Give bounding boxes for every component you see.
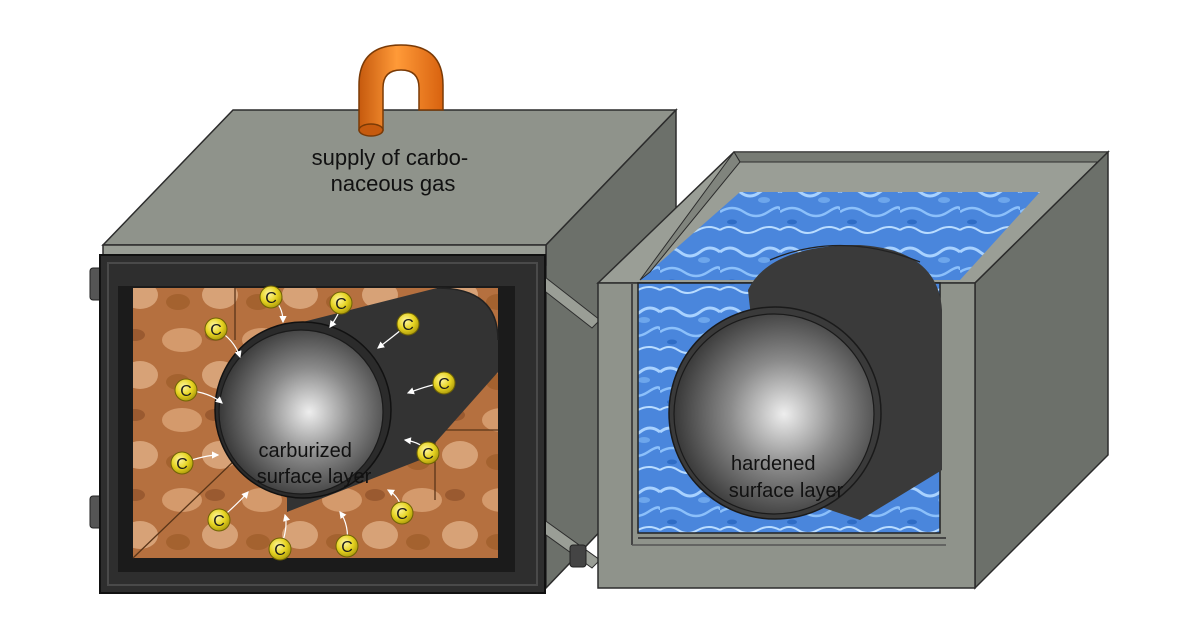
carburized-label-line-2: surface layer bbox=[257, 466, 372, 488]
carbon-atom-symbol: C bbox=[176, 456, 188, 473]
gas-supply-pipe bbox=[358, 44, 444, 137]
carbon-atom-symbol: C bbox=[396, 506, 408, 523]
gas-supply-label: supply of carbo- naceous gas bbox=[312, 145, 475, 196]
carbon-atom-symbol: C bbox=[180, 383, 192, 400]
carbon-atom-symbol: C bbox=[341, 539, 353, 556]
quenched-workpiece bbox=[668, 244, 942, 520]
carbon-atom: C bbox=[329, 291, 353, 315]
carbon-atom: C bbox=[396, 312, 420, 336]
carbon-atom-symbol: C bbox=[438, 376, 450, 393]
hardened-label: hardened surface layer bbox=[729, 453, 844, 502]
carbon-atom: C bbox=[204, 317, 228, 341]
tank-water-surface bbox=[640, 192, 1040, 280]
carbon-atom: C bbox=[170, 451, 194, 475]
carburized-label-line-1: carburized bbox=[259, 440, 352, 462]
carbon-atom-symbol: C bbox=[335, 296, 347, 313]
gas-label-line-2: naceous gas bbox=[331, 171, 456, 196]
carbon-atom: C bbox=[432, 371, 456, 395]
hardened-label-line-1: hardened bbox=[731, 453, 816, 475]
carbon-atom: C bbox=[335, 534, 359, 558]
carbon-atom: C bbox=[207, 508, 231, 532]
hardened-label-line-2: surface layer bbox=[729, 480, 844, 502]
carburizing-furnace: supply of carbo- naceous gas bbox=[89, 44, 678, 594]
carburized-label: carburized surface layer bbox=[257, 440, 372, 488]
carbon-atoms: C C C C C C C C C C C C bbox=[170, 285, 456, 561]
carbon-atom: C bbox=[259, 285, 283, 309]
carbon-atom-symbol: C bbox=[402, 317, 414, 334]
carbon-atom-symbol: C bbox=[210, 322, 222, 339]
carbon-atom-symbol: C bbox=[274, 542, 286, 559]
carbon-atom-symbol: C bbox=[213, 513, 225, 530]
gas-label-line-1: supply of carbo- bbox=[312, 145, 469, 170]
carbon-atom-symbol: C bbox=[422, 446, 434, 463]
carbon-atom: C bbox=[390, 501, 414, 525]
carbon-atom: C bbox=[416, 441, 440, 465]
carbon-atom-symbol: C bbox=[265, 290, 277, 307]
carbon-atom: C bbox=[174, 378, 198, 402]
carbon-atom: C bbox=[268, 537, 292, 561]
furnace-workpiece bbox=[214, 287, 499, 512]
quench-tank: hardened surface layer bbox=[596, 150, 1110, 590]
